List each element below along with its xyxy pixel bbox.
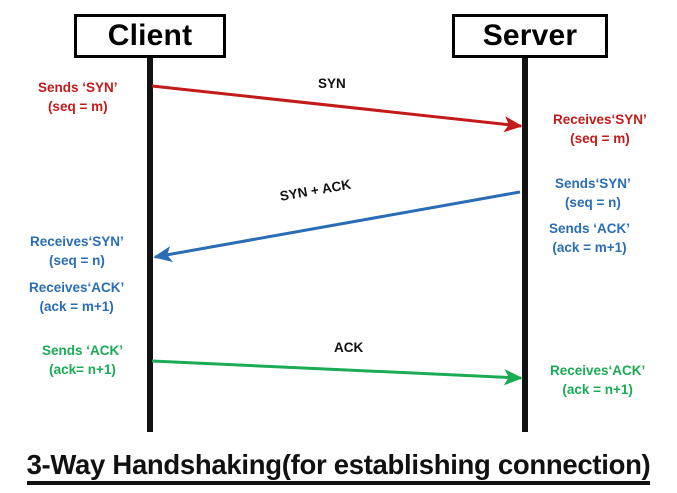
note-client-sends-ack: Sends ‘ACK’ (ack= n+1)	[42, 341, 123, 379]
note-client-receives-syn: Receives‘SYN’ (seq = n)	[30, 232, 124, 270]
server-participant-box: Server	[452, 14, 608, 58]
note-line-2: (seq = m)	[47, 99, 108, 114]
diagram-caption: 3-Way Handshaking(for establishing conne…	[0, 449, 677, 485]
server-label: Server	[482, 19, 578, 52]
arrow-ack	[151, 359, 523, 386]
note-line-2: (ack = m+1)	[39, 299, 114, 314]
note-line-2: (ack = m+1)	[552, 240, 627, 255]
note-line-2: (seq = n)	[564, 195, 621, 210]
message-label-syn: SYN	[318, 76, 346, 91]
note-line-1: Sends ‘ACK’	[549, 221, 631, 236]
note-line-1: Receives‘ACK’	[550, 363, 646, 378]
note-line-1: Sends ‘ACK’	[42, 343, 124, 358]
arrow-syn-ack	[153, 190, 521, 263]
note-line-2: (seq = n)	[48, 253, 105, 268]
note-line-2: (ack = n+1)	[562, 382, 633, 397]
note-line-2: (ack= n+1)	[49, 362, 116, 377]
note-line-1: Receives‘ACK’	[29, 280, 125, 295]
arrow-syn	[151, 84, 523, 133]
note-line-1: Sends‘SYN’	[555, 176, 631, 191]
server-lifeline	[522, 58, 528, 432]
caption-text: 3-Way Handshaking(for establishing conne…	[26, 449, 651, 485]
note-line-1: Receives‘SYN’	[553, 112, 647, 127]
client-label: Client	[107, 19, 193, 52]
client-participant-box: Client	[74, 14, 226, 58]
note-line-1: Sends ‘SYN’	[38, 80, 118, 95]
client-lifeline	[147, 58, 153, 432]
note-server-receives-syn: Receives‘SYN’ (seq = m)	[553, 110, 647, 148]
message-label-ack: ACK	[334, 340, 364, 355]
note-server-receives-ack: Receives‘ACK’ (ack = n+1)	[550, 361, 645, 399]
note-line-2: (seq = m)	[570, 131, 630, 146]
note-server-sends-ack: Sends ‘ACK’ (ack = m+1)	[549, 219, 630, 257]
note-client-receives-ack: Receives‘ACK’ (ack = m+1)	[29, 278, 124, 316]
note-client-sends-syn: Sends ‘SYN’ (seq = m)	[38, 78, 118, 116]
note-server-sends-syn: Sends‘SYN’ (seq = n)	[555, 174, 631, 212]
note-line-1: Receives‘SYN’	[30, 234, 124, 249]
